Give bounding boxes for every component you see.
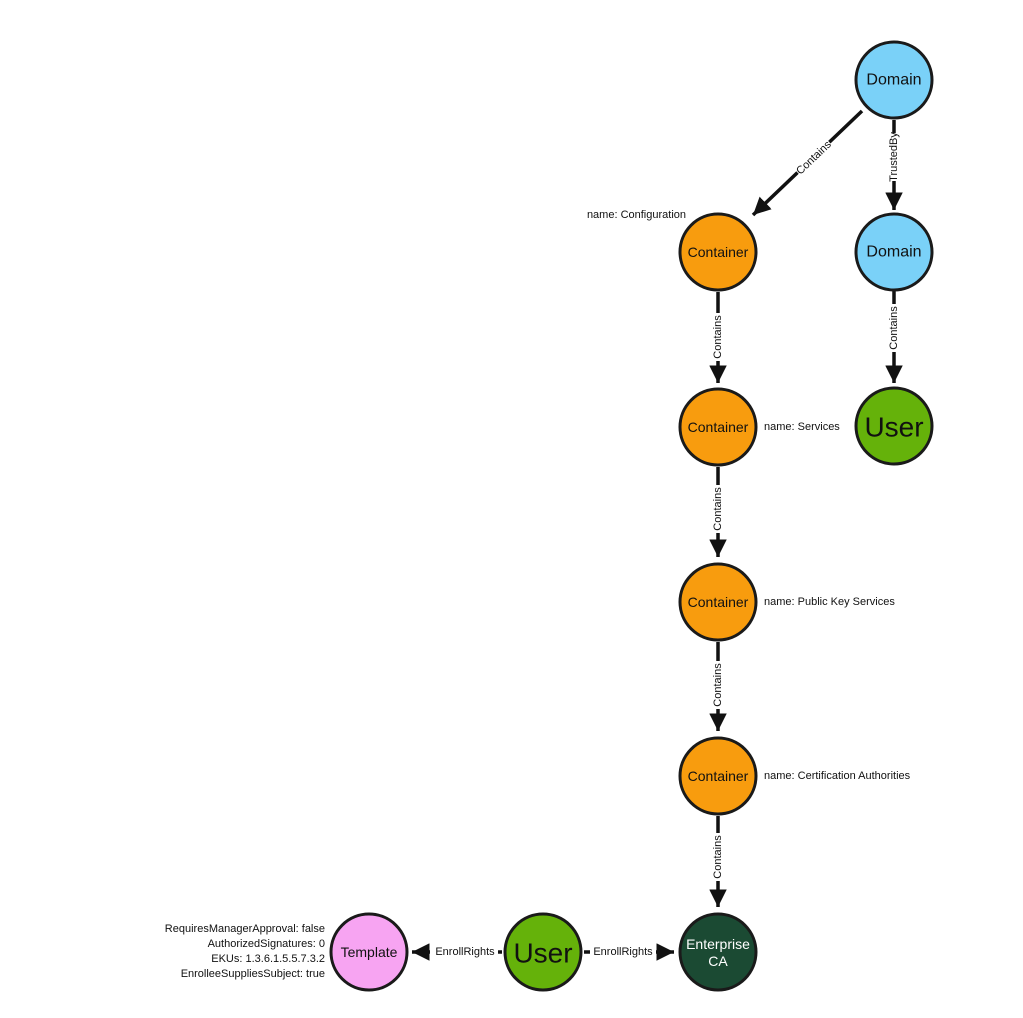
- edge-label-enrollrights: EnrollRights: [435, 946, 495, 958]
- node-label: Domain: [866, 72, 921, 89]
- node-domain-trusted[interactable]: Domain: [854, 212, 934, 292]
- template-property: EKUs: 1.3.6.1.5.5.7.3.2: [211, 953, 325, 965]
- node-label: Container: [688, 594, 749, 610]
- node-label-line1: Enterprise: [686, 936, 750, 952]
- edge-label-contains: Contains: [712, 487, 724, 531]
- container-node-circle[interactable]: [678, 736, 758, 816]
- node-name-label: name: Certification Authorities: [764, 770, 911, 782]
- node-label: Container: [688, 768, 749, 784]
- edge-services-contains-pks[interactable]: Contains: [709, 467, 727, 557]
- template-property: EnrolleeSuppliesSubject: true: [181, 968, 325, 980]
- template-node-circle[interactable]: [329, 912, 409, 992]
- node-name-label: name: Services: [764, 421, 840, 433]
- template-property: RequiresManagerApproval: false: [165, 923, 325, 935]
- node-user-bottom[interactable]: User: [503, 912, 583, 992]
- node-label: Template: [341, 944, 398, 960]
- node-enterprise-ca[interactable]: Enterprise CA: [678, 912, 758, 992]
- edge-label-contains: Contains: [712, 835, 724, 879]
- domain-node-circle[interactable]: [854, 212, 934, 292]
- edge-configuration-contains-services[interactable]: Contains: [709, 292, 727, 383]
- edge-domain-contains-user[interactable]: Contains: [885, 291, 903, 383]
- edge-ca-container-contains-enterprise-ca[interactable]: Contains: [709, 816, 727, 907]
- template-property: AuthorizedSignatures: 0: [208, 938, 325, 950]
- edge-label-contains: Contains: [888, 306, 900, 350]
- domain-node-circle[interactable]: [854, 40, 934, 120]
- node-label: Domain: [866, 244, 921, 261]
- node-container-services[interactable]: Container name: Services: [678, 387, 840, 467]
- container-node-circle[interactable]: [678, 562, 758, 642]
- edge-label-contains: Contains: [712, 315, 724, 359]
- node-label-line2: CA: [708, 953, 728, 969]
- edge-label-contains: Contains: [794, 138, 834, 177]
- node-template[interactable]: Template RequiresManagerApproval: false …: [165, 912, 409, 992]
- user-node-circle[interactable]: [854, 386, 934, 466]
- edge-pks-contains-ca-container[interactable]: Contains: [709, 642, 727, 731]
- container-node-circle[interactable]: [678, 387, 758, 467]
- edge-label-enrollrights: EnrollRights: [593, 946, 653, 958]
- node-domain-top[interactable]: Domain: [854, 40, 934, 120]
- node-label: User: [864, 412, 923, 443]
- container-node-circle[interactable]: [678, 212, 758, 292]
- edge-domain-contains-configuration[interactable]: Contains: [751, 109, 864, 217]
- node-label: User: [513, 938, 572, 969]
- edge-user-enrollrights-enterprise-ca[interactable]: EnrollRights: [584, 943, 674, 961]
- node-user-right[interactable]: User: [854, 386, 934, 466]
- node-container-public-key-services[interactable]: Container name: Public Key Services: [678, 562, 895, 642]
- edge-user-enrollrights-template[interactable]: EnrollRights: [412, 943, 502, 961]
- node-name-label: name: Public Key Services: [764, 596, 895, 608]
- node-container-certification-authorities[interactable]: Container name: Certification Authoritie…: [678, 736, 911, 816]
- edge-label-trustedby: TrustedBy: [888, 132, 900, 182]
- user-node-circle[interactable]: [503, 912, 583, 992]
- node-label: Container: [688, 244, 749, 260]
- enterprise-ca-node-circle[interactable]: [678, 912, 758, 992]
- node-container-configuration[interactable]: Container name: Configuration: [587, 209, 758, 292]
- node-label: Container: [688, 419, 749, 435]
- edge-domain-trustedby-domain[interactable]: TrustedBy: [885, 120, 903, 210]
- node-name-label: name: Configuration: [587, 209, 686, 221]
- edge-label-contains: Contains: [712, 663, 724, 707]
